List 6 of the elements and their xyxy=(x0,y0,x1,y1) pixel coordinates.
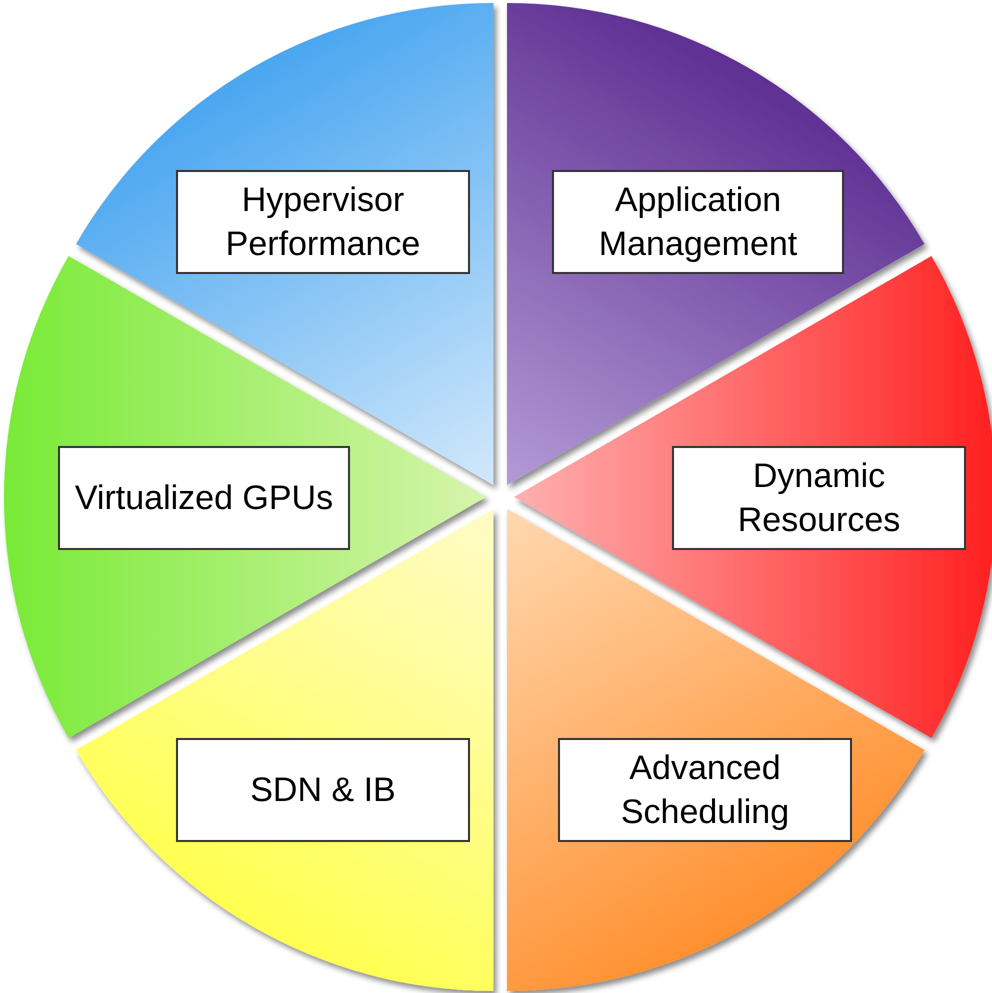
label-box: Application Management xyxy=(552,170,844,274)
label-box: Dynamic Resources xyxy=(672,446,966,550)
label-box: Advanced Scheduling xyxy=(558,738,852,842)
label-box: Virtualized GPUs xyxy=(58,446,350,550)
label-box: Hypervisor Performance xyxy=(176,170,470,274)
label-box: SDN & IB xyxy=(176,738,470,842)
